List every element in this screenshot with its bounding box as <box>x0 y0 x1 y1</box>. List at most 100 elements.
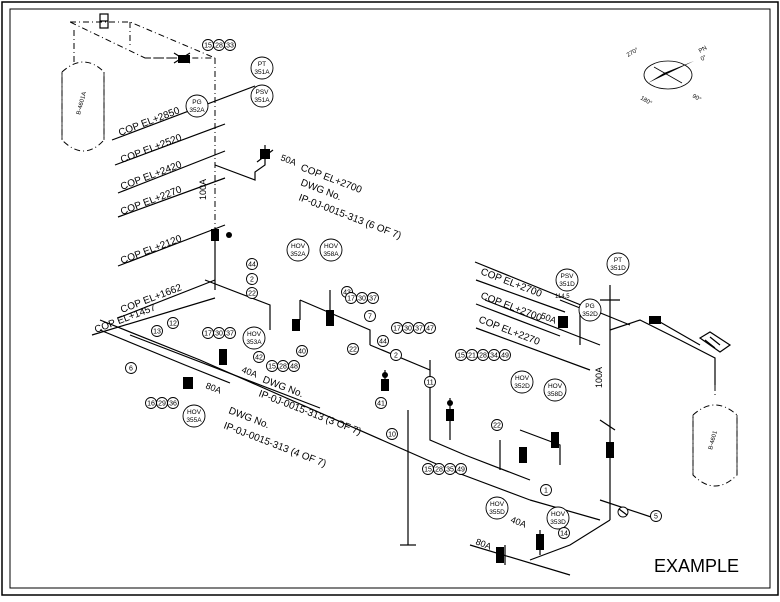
valve-center <box>446 400 454 421</box>
callout-c-2a: 2 <box>246 273 258 285</box>
callout-number: 2 <box>394 353 398 360</box>
callout-number: 30 <box>404 326 412 333</box>
svg-text:355A: 355A <box>186 417 202 424</box>
callout-circle <box>558 527 570 539</box>
callout-circle <box>540 484 552 496</box>
callout-number: 28 <box>215 43 223 50</box>
callout-number: 2 <box>250 277 254 284</box>
size-100a-left: 100A <box>198 179 208 200</box>
callout-number: 5 <box>654 514 658 521</box>
callout-c-7: 7 <box>364 310 376 322</box>
valve-psv-351d <box>558 316 568 328</box>
size-80a-mid: 80A <box>204 381 223 396</box>
callout-circle <box>455 463 467 475</box>
callout-circle <box>288 360 300 372</box>
dwg3-number: IP-0J-0015-313 (4 OF 7) <box>222 421 328 470</box>
valve-right-top <box>649 316 661 324</box>
elev-2850: COP EL+2850 <box>117 105 182 139</box>
svg-text:352A: 352A <box>290 251 306 258</box>
valve-hov-353a <box>219 349 227 365</box>
callout-circle <box>125 362 137 374</box>
callout-number: 37 <box>369 296 377 303</box>
svg-text:355D: 355D <box>489 509 505 516</box>
svg-text:351A: 351A <box>254 97 270 104</box>
callout-c-40: 40 <box>296 345 308 357</box>
svg-text:HOV: HOV <box>515 375 530 382</box>
valve-psv-351a <box>256 149 274 163</box>
callout-circle <box>246 287 258 299</box>
callout-number: 12 <box>169 321 177 328</box>
callout-number: 40 <box>298 349 306 356</box>
callout-circle <box>151 325 163 337</box>
valve-hov-355d <box>496 547 504 563</box>
dwg2-number: IP-0J-0015-313 (3 OF 7) <box>257 389 363 438</box>
callout-number: 15 <box>457 353 465 360</box>
callout-number: 30 <box>215 331 223 338</box>
compass-w: 270° <box>626 47 640 59</box>
valve-symbols <box>183 149 661 563</box>
callout-c-13: 13 <box>151 325 163 337</box>
callout-c-44: 44 <box>246 258 258 270</box>
callout-circle <box>253 351 265 363</box>
callout-number: 15 <box>424 467 432 474</box>
callout-c-22c: 22 <box>491 419 503 431</box>
vessel-left-label: B-4601A <box>76 91 88 115</box>
callout-number: 33 <box>226 43 234 50</box>
callout-number: 13 <box>153 329 161 336</box>
callout-circle <box>386 428 398 440</box>
callout-circle <box>224 327 236 339</box>
callout-number: 41 <box>377 401 385 408</box>
size-80a-bot: 80A <box>474 537 493 552</box>
size-40a-mid: 40A <box>240 365 259 380</box>
svg-text:353A: 353A <box>246 339 262 346</box>
svg-text:HOV: HOV <box>548 383 563 390</box>
callout-circle <box>499 349 511 361</box>
callout-c-6: 6 <box>125 362 137 374</box>
callout-c-5: 5 <box>650 510 662 522</box>
valve-hov-358a <box>326 310 334 326</box>
callout-c-22a: 22 <box>246 287 258 299</box>
north-compass: 270° PN 0° 180° 90° <box>626 45 708 107</box>
callout-circle <box>167 397 179 409</box>
callout-number: 10 <box>388 432 396 439</box>
callout-number: 44 <box>248 262 256 269</box>
callout-number: 21 <box>468 353 476 360</box>
svg-text:351A: 351A <box>254 69 270 76</box>
example-stamp: EXAMPLE <box>654 556 739 576</box>
svg-text:353D: 353D <box>550 519 566 526</box>
callout-number: 49 <box>457 467 465 474</box>
callout-c-2b: 2 <box>390 349 402 361</box>
svg-text:358D: 358D <box>547 391 563 398</box>
callout-number: 22 <box>248 291 256 298</box>
svg-text:HOV: HOV <box>551 511 566 518</box>
svg-text:351D: 351D <box>610 265 626 272</box>
callout-number: 42 <box>255 355 263 362</box>
callout-circle <box>377 335 389 347</box>
size-40a-bot: 40A <box>509 515 528 530</box>
valve-hov-352d <box>519 447 527 463</box>
vessel-right: B-4601 <box>692 331 738 487</box>
svg-text:PSV: PSV <box>255 89 269 96</box>
svg-text:358A: 358A <box>323 251 339 258</box>
callout-number: 28 <box>279 364 287 371</box>
callout-number: 48 <box>290 364 298 371</box>
valve-hov-355a <box>183 377 193 389</box>
callout-number: 14 <box>560 531 568 538</box>
callout-number: 1 <box>544 488 548 495</box>
callout-circle <box>224 39 236 51</box>
callout-c-11: 11 <box>424 376 436 388</box>
inner-border <box>9 8 771 589</box>
callout-number: 30 <box>358 296 366 303</box>
callout-number: 22 <box>349 347 357 354</box>
callout-number: 37 <box>226 331 234 338</box>
callout-number: 49 <box>501 353 509 360</box>
